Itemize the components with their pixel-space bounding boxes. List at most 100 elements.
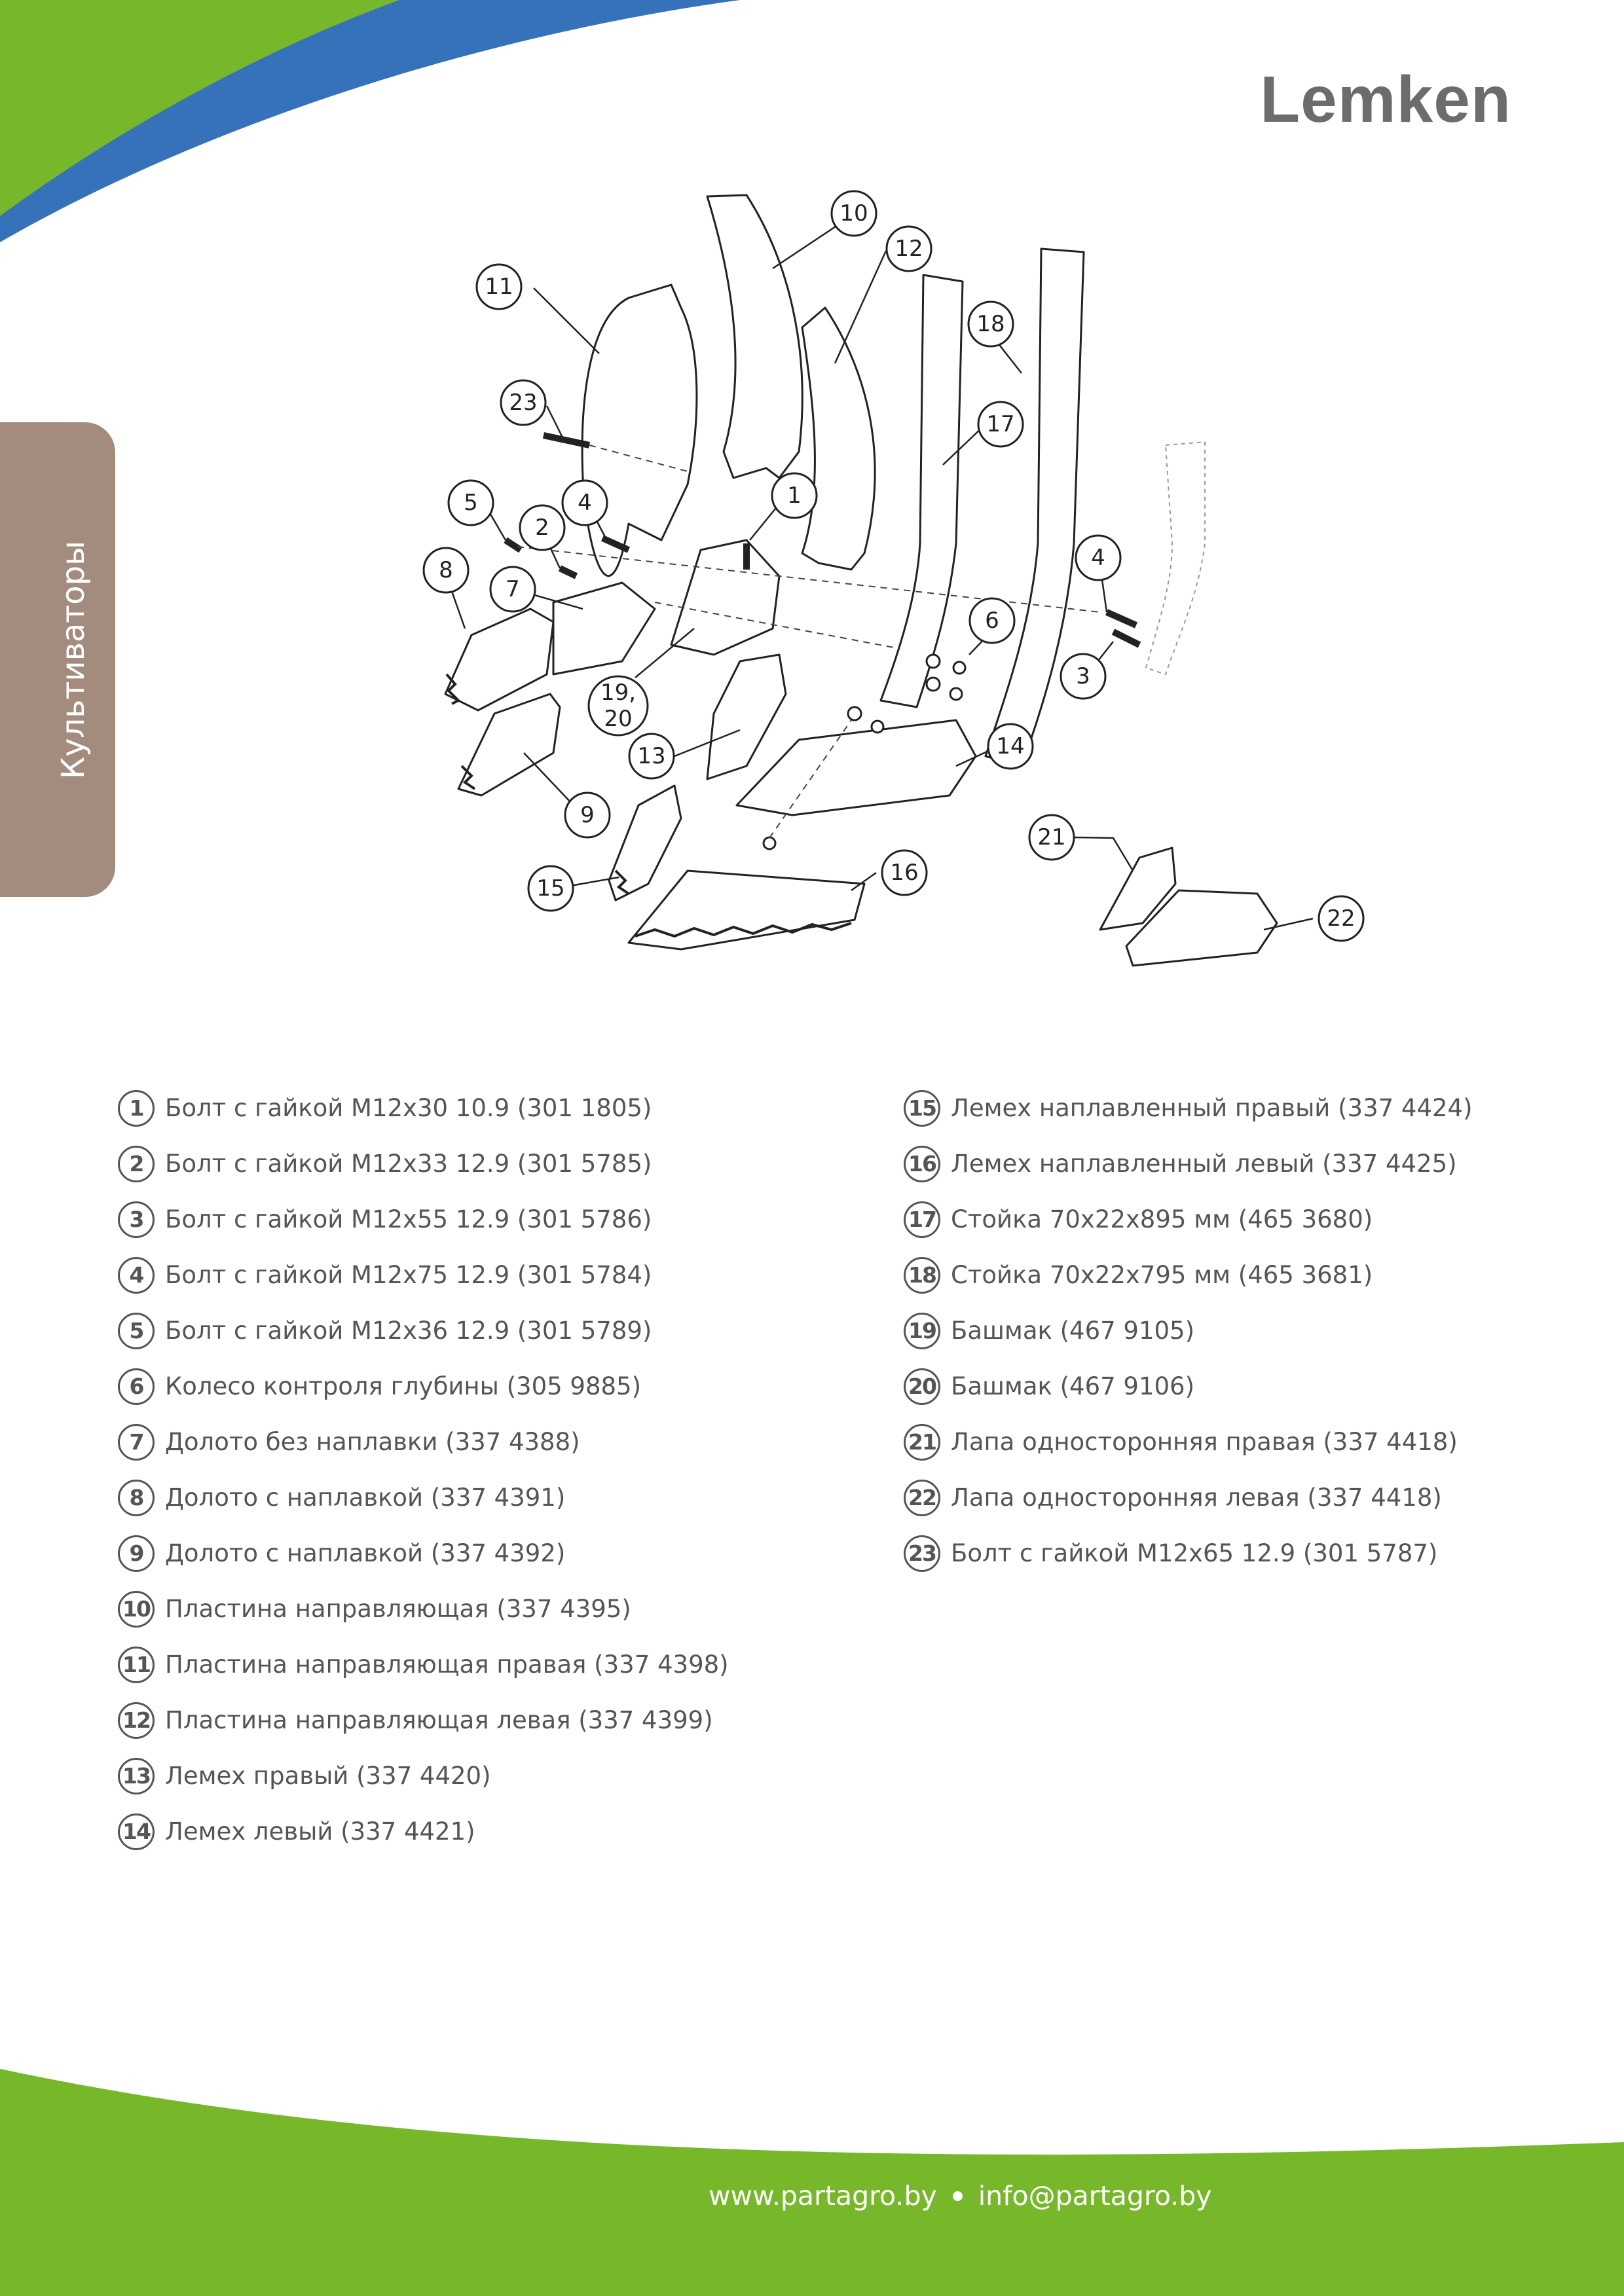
part-number-badge: 6 [118,1368,155,1405]
part-description: Долото с наплавкой (337 4392) [165,1539,566,1567]
callout-2-label: 2 [535,515,549,541]
hardfacing-9 [460,765,476,790]
part-description: Лемех наплавленный правый (337 4424) [951,1094,1473,1122]
callout-15-label: 15 [536,875,564,902]
callout-19-20 [587,675,649,737]
nut [952,661,967,675]
callout-9-label: 9 [580,802,595,828]
category-side-tab-label: Культиваторы [55,540,92,780]
hardfacing-16 [635,922,852,938]
part-15-share-hardfaced [608,784,682,902]
top-decor-swoosh [0,0,740,242]
part-number-badge: 12 [118,1702,155,1739]
callout-9 [564,792,611,839]
callout-19-label: 19, [600,680,636,706]
part-description: Болт с гайкой М12х36 12.9 (301 5789) [165,1317,652,1345]
website-link[interactable]: www.partagro.by [709,2180,937,2212]
part-16-share-hardfaced [627,869,866,951]
parts-list-item: 13 Лемех правый (337 4420) [118,1748,729,1804]
callout-15 [527,865,574,912]
part-14-share-left [735,719,977,816]
part-number-badge: 3 [118,1201,155,1238]
callout-18 [967,301,1014,348]
part-number-badge: 21 [904,1423,940,1461]
nut [847,706,862,721]
parts-list-item: 10 Пластина направляющая (337 4395) [118,1581,729,1637]
callout-21-label: 21 [1037,824,1065,850]
part-number-badge: 9 [118,1535,155,1572]
callout-3-label: 3 [1076,663,1090,689]
category-side-tab[interactable] [0,422,115,897]
callout-23-label: 23 [509,390,537,416]
bottom-decor-band [0,2069,1624,2296]
part-number-badge: 15 [904,1089,940,1127]
part-description: Пластина направляющая (337 4395) [165,1595,631,1623]
part-description: Стойка 70х22х795 мм (465 3681) [951,1261,1373,1289]
part-number-badge: 1 [118,1089,155,1127]
parts-list-item: 9 Долото с наплавкой (337 4392) [118,1525,729,1581]
callout-8 [422,547,470,594]
callout-13-label: 13 [637,743,665,769]
callout-17-label: 17 [986,411,1014,437]
part-description: Пластина направляющая правая (337 4398) [165,1650,729,1679]
callout-2 [519,504,566,551]
hardfacing-15 [614,869,630,895]
callout-5-label: 5 [464,490,478,516]
part-number-badge: 17 [904,1201,940,1238]
bolt-4a [600,535,631,553]
bolt-2 [558,565,578,579]
callout-4b-label: 4 [1091,545,1105,571]
callout-4a-label: 4 [578,490,592,516]
callout-1-label: 1 [787,483,802,509]
part-number-badge: 13 [118,1757,155,1795]
part-description: Лемех правый (337 4420) [165,1762,491,1790]
nut [762,836,777,850]
part-description: Болт с гайкой М12х55 12.9 (301 5786) [165,1205,652,1233]
callout-14-label: 14 [996,733,1024,759]
part-number-badge: 7 [118,1423,155,1461]
part-description: Болт с гайкой М12х75 12.9 (301 5784) [165,1261,652,1289]
callout-7 [489,566,536,613]
callout-12 [885,225,932,272]
bolt-23 [542,432,591,448]
part-21-wing [1099,847,1177,931]
part-description: Башмак (467 9106) [951,1372,1195,1400]
nut [925,653,941,669]
part-number-badge: 8 [118,1479,155,1516]
callout-20-label: 20 [604,706,632,732]
callout-10 [830,190,877,237]
callout-5 [447,479,494,526]
brand-title: Lemken [1260,63,1511,136]
part-number-badge: 23 [904,1535,940,1572]
part-7-chisel [552,581,656,676]
part-17-standard [879,274,964,708]
parts-list-item: 3 Болт с гайкой М12х55 12.9 (301 5786) [118,1192,729,1247]
part-10-guide-plate [706,194,803,479]
callout-3 [1060,653,1107,700]
callouts [422,190,1365,942]
part-22-wing [1125,889,1278,967]
callout-16-label: 16 [890,860,918,886]
email-link[interactable]: info@partagro.by [978,2180,1212,2212]
part-12-guide-plate [801,306,876,571]
callout-7-label: 7 [506,576,520,602]
part-number-badge: 10 [118,1590,155,1628]
part-number-badge: 16 [904,1145,940,1182]
green-swoosh [0,0,399,216]
callout-1 [771,472,818,519]
